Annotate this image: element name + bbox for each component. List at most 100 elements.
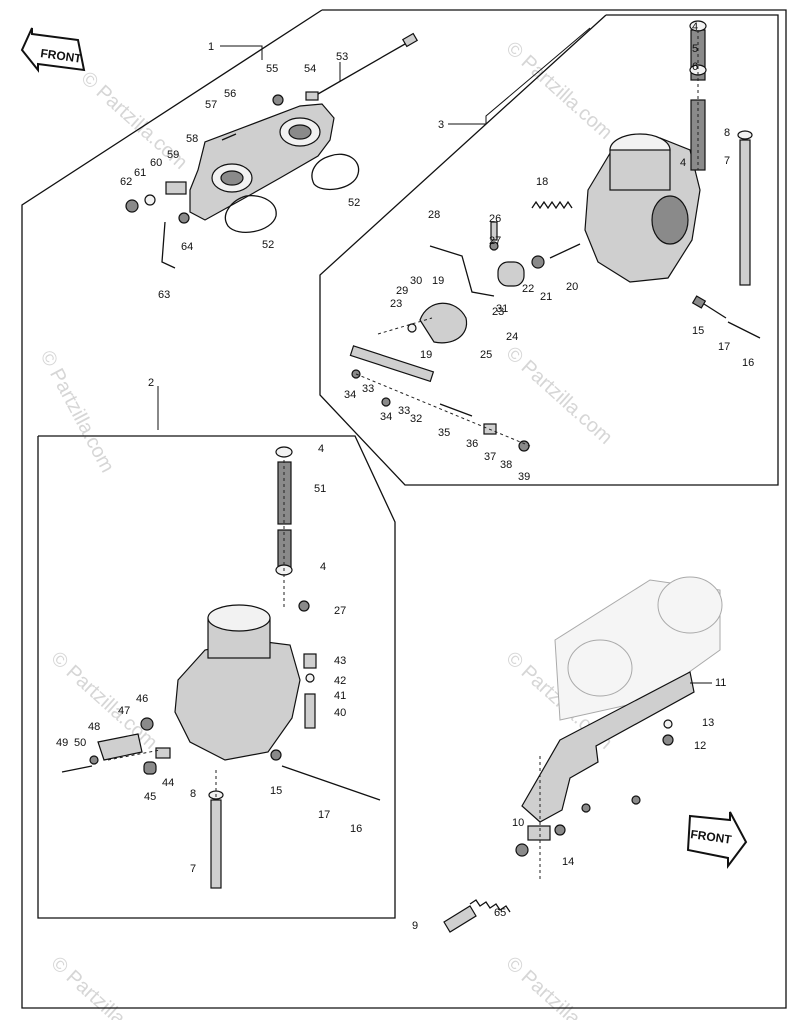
bracket-11 (521, 671, 695, 823)
part-number-label: 16 (742, 357, 754, 369)
part-number-label: 62 (120, 176, 132, 188)
part-number-label: 64 (181, 241, 193, 253)
part-number-label: 61 (134, 167, 146, 179)
bolt-12 (662, 734, 674, 746)
part-number-label: 60 (150, 157, 162, 169)
part-number-label: 19 (420, 349, 432, 361)
part-number-label: 33 (362, 383, 374, 395)
washer-30 (407, 323, 417, 333)
drain-tube-16-left (281, 765, 381, 801)
holder-port-inner (288, 124, 312, 140)
part-number-label: 45 (144, 791, 156, 803)
part-number-label: 7 (190, 863, 196, 875)
leader-lines (157, 27, 712, 684)
wire-63 (161, 221, 176, 269)
part-number-label: 63 (158, 289, 170, 301)
throttle-plate-29 (419, 302, 468, 344)
part-number-label: 20 (566, 281, 578, 293)
watermark-text: © Partzilla.com (502, 37, 617, 144)
part-number-label: 44 (162, 777, 174, 789)
part-number-label: 52 (262, 239, 274, 251)
carburetor-right-assembly (349, 20, 761, 452)
part-number-label: 25 (480, 349, 492, 361)
clip-54 (305, 91, 319, 101)
part-number-label: 36 (466, 438, 478, 450)
part-number-label: 29 (396, 285, 408, 297)
nut-27 (489, 241, 499, 251)
screw-40 (304, 693, 316, 729)
part-number-label: 12 (694, 740, 706, 752)
part-number-label: 49 (56, 737, 68, 749)
part-number-label: 34 (380, 411, 392, 423)
spring-18 (531, 200, 573, 210)
part-number-label: 48 (88, 721, 100, 733)
part-number-label: 16 (350, 823, 362, 835)
watermark-text: © Partzilla.com (47, 952, 162, 1020)
part-number-label: 50 (74, 737, 86, 749)
part-number-label: 34 (344, 389, 356, 401)
nut-34b (381, 397, 391, 407)
part-number-label: 4 (318, 443, 324, 455)
nut-27-left (298, 600, 310, 612)
part-number-label: 17 (718, 341, 730, 353)
grommet-10 (515, 843, 529, 857)
tube-7 (739, 139, 751, 286)
part-number-label: 14 (562, 856, 574, 868)
part-number-label: 1 (208, 41, 214, 53)
guide (355, 373, 531, 447)
part-number-label: 46 (136, 693, 148, 705)
screw-56-shaft (221, 133, 237, 141)
part-number-label: 32 (410, 413, 422, 425)
part-number-label: 42 (334, 675, 346, 687)
part-number-label: 58 (186, 133, 198, 145)
washer-61 (144, 194, 156, 206)
part-number-label: 53 (336, 51, 348, 63)
leader (448, 27, 591, 125)
part-number-label: 27 (334, 605, 346, 617)
air-cleaner-port (657, 576, 723, 634)
section-frames (21, 9, 787, 1009)
screw-12b (631, 795, 641, 805)
part-number-label: 5 (692, 43, 698, 55)
part-number-label: 54 (304, 63, 316, 75)
part-number-label: 35 (438, 427, 450, 439)
part-number-label: 40 (334, 707, 346, 719)
part-number-label: 23 (390, 298, 402, 310)
part-number-label: 52 (348, 197, 360, 209)
nut-62 (125, 199, 139, 213)
part-number-label: 19 (432, 275, 444, 287)
part-number-label: 21 (540, 291, 552, 303)
washer-42 (305, 673, 315, 683)
part-number-label: 59 (167, 149, 179, 161)
carb-inlet (651, 195, 689, 245)
part-number-label: 38 (500, 459, 512, 471)
gasket-52 (224, 195, 277, 233)
part-number-label: 17 (318, 809, 330, 821)
part-number-label: 9 (412, 920, 418, 932)
screw-55 (272, 94, 284, 106)
cap-46 (140, 717, 154, 731)
rod-end (401, 32, 419, 48)
clamp-8 (737, 130, 753, 140)
part-number-label: 39 (518, 471, 530, 483)
fitting-10 (527, 825, 551, 841)
frame-assembly-3 (319, 14, 779, 486)
part-number-label: 33 (398, 405, 410, 417)
part-number-label: 28 (428, 209, 440, 221)
part-number-label: 13 (702, 717, 714, 729)
part-number-label: 22 (522, 283, 534, 295)
bolt-14 (554, 824, 566, 836)
gasket-52 (311, 153, 360, 191)
part-number-label: 8 (724, 127, 730, 139)
screw-20 (549, 243, 581, 259)
drain-tube-16 (727, 321, 761, 339)
part-number-label: 65 (494, 907, 506, 919)
part-number-label: 47 (118, 705, 130, 717)
frame-assembly-2 (37, 435, 396, 919)
rod-35 (439, 403, 473, 417)
watermark-text: © Partzilla.com (36, 347, 119, 476)
part-number-label: 37 (484, 451, 496, 463)
choke-rod-53 (317, 39, 413, 95)
